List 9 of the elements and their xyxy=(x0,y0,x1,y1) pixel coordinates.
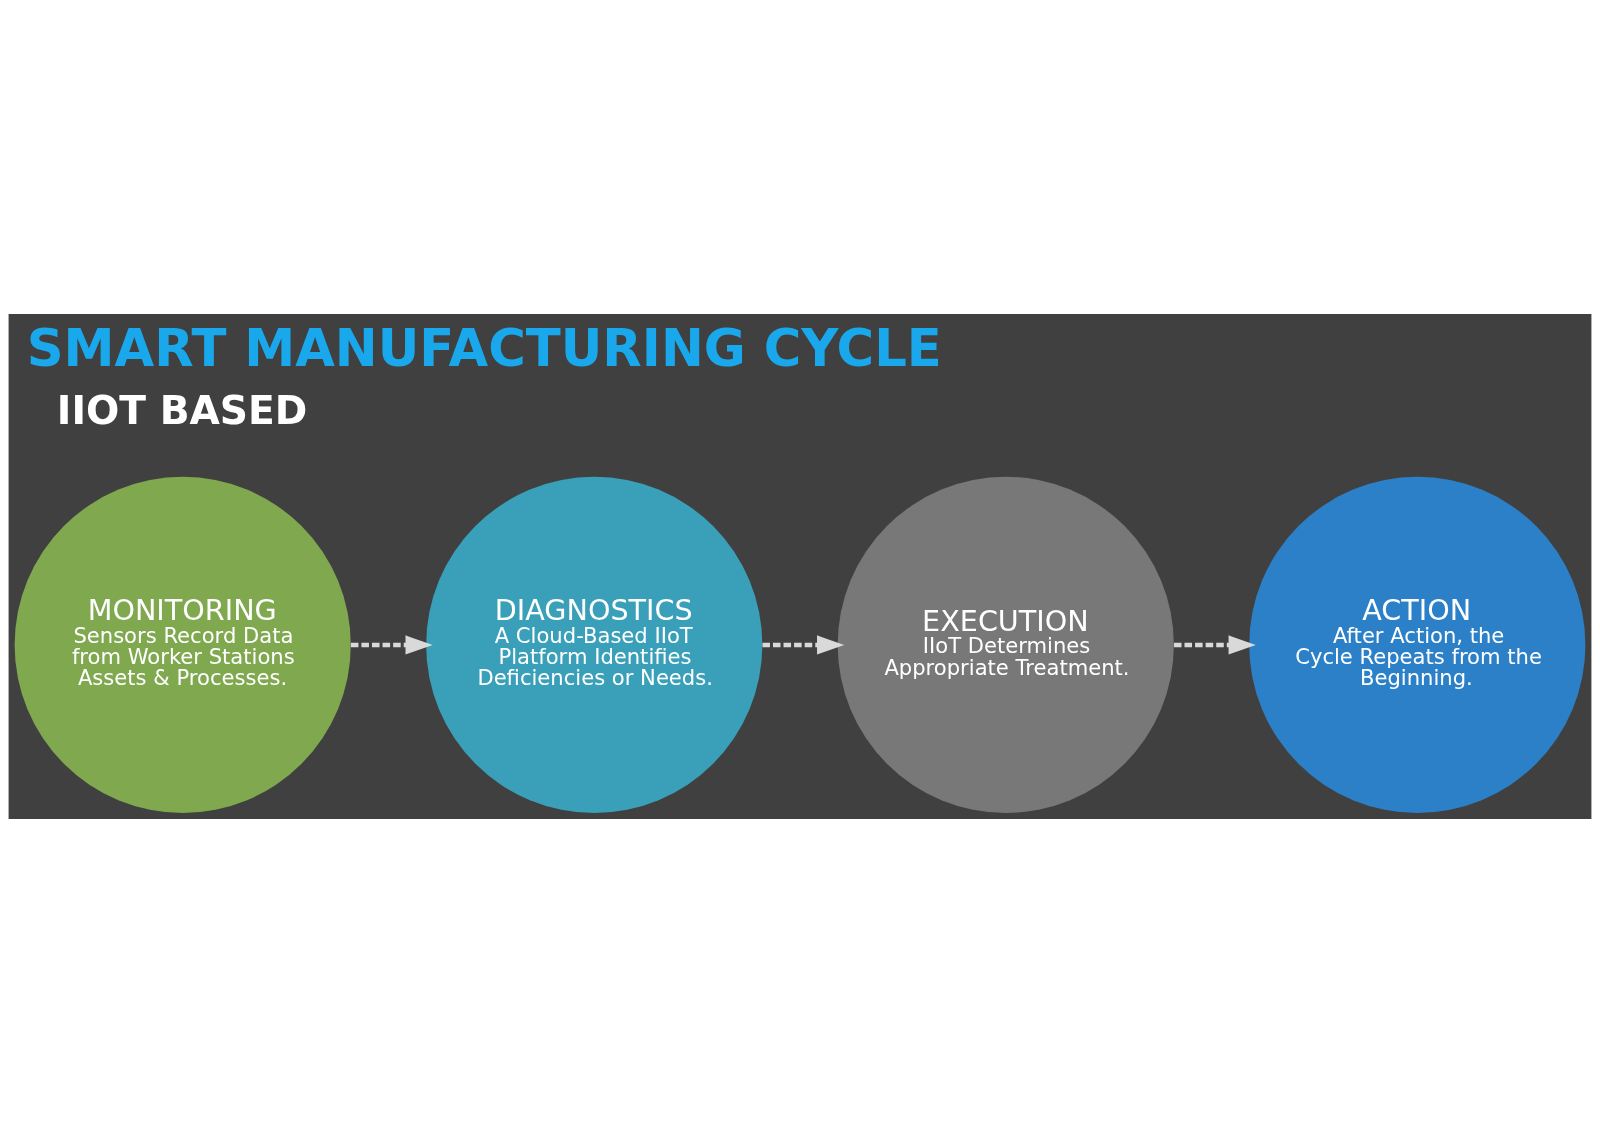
label: IIOT BASED xyxy=(56,387,308,433)
arrow xyxy=(762,634,845,654)
arrow xyxy=(350,634,433,654)
node-circle: DIAGNOSTICS A Cloud-Based IIoT Platform Identifies Deficiencies or Needs. xyxy=(426,476,763,813)
node-circle: EXECUTION IIoT Determines Appropriate Treatment. xyxy=(837,476,1174,813)
diagram-title: SMART MANUFACTURING CYCLE xyxy=(26,317,942,378)
node-circle: MONITORING Sensors Record Data from Worker Stations Assets & Processes. xyxy=(14,476,351,813)
node-circle: ACTION After Action, the Cycle Repeats from the Beginning. xyxy=(1249,476,1586,813)
arrow xyxy=(1174,634,1256,654)
